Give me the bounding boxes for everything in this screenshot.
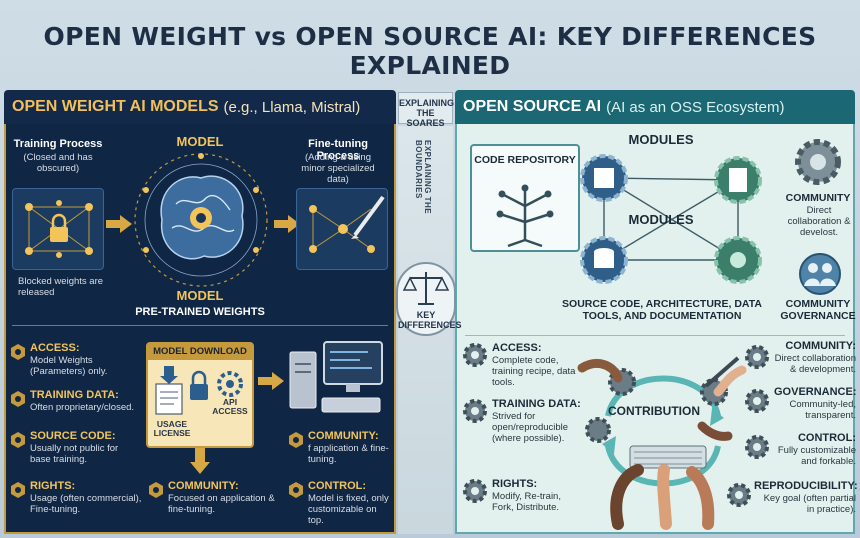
source-code-text: Usually not public for base training. xyxy=(30,443,119,465)
os-training-data-title: TRAINING DATA: xyxy=(492,398,581,410)
community-right-title: COMMUNITY: xyxy=(308,430,379,442)
source-code-caption: SOURCE CODE, ARCHITECTURE, DATA TOOLS, A… xyxy=(562,298,762,322)
api-access-label: API ACCESS xyxy=(212,397,248,416)
community-governance-label: COMMUNITY GOVERNANCE xyxy=(780,298,856,322)
code-repository-box: CODE REPOSITORY xyxy=(470,144,580,252)
access-title: ACCESS: xyxy=(30,342,80,354)
model-download-box: MODEL DOWNLOAD USAGE LICENSE API ACCESS xyxy=(146,342,254,448)
os-repro-title: REPRODUCIBILITY: xyxy=(754,480,858,492)
computer-icon xyxy=(289,341,383,413)
right-separator xyxy=(465,335,845,336)
training-data-text: Often proprietary/closed. xyxy=(30,402,135,413)
hex-bullet-icon xyxy=(289,482,303,498)
arrow-right-icon xyxy=(106,215,132,233)
open-source-header: OPEN SOURCE AI (AI as an OSS Ecosystem) xyxy=(455,90,855,124)
model-top-label: MODEL xyxy=(176,134,224,149)
repository-tree-icon xyxy=(496,184,554,248)
brain-model-icon xyxy=(134,153,268,287)
gear-bullet-icon xyxy=(745,435,769,459)
os-governance-title: GOVERNANCE: xyxy=(774,386,857,398)
arrow-right-icon-3 xyxy=(258,372,284,390)
code-repository-label: CODE REPOSITORY xyxy=(474,154,576,166)
finetune-sub: (Adding a using minor specialized data) xyxy=(301,152,375,185)
key-differences-badge: KEY DIFFERENCES xyxy=(396,262,462,336)
access-text: Model Weights (Parameters) only. xyxy=(30,355,108,377)
community-governance-icon xyxy=(799,253,841,295)
scale-icon xyxy=(402,272,450,305)
page-title: OPEN WEIGHT vs OPEN SOURCE AI: KEY DIFFE… xyxy=(43,22,817,80)
os-rights-title: RIGHTS: xyxy=(492,478,538,490)
model-bottom-label: MODEL xyxy=(176,288,224,303)
middle-header: EXPLAINING THE SOARES xyxy=(398,92,454,128)
community-text: Direct collaboration & develost. xyxy=(787,205,851,238)
modules-top-label: MODULES xyxy=(628,132,694,147)
gear-bullet-icon xyxy=(745,389,769,413)
gear-bullet-icon xyxy=(463,479,487,503)
pretrained-weights-label: PRE-TRAINED WEIGHTS xyxy=(135,306,265,318)
gear-bullet-icon xyxy=(463,343,487,367)
training-caption: Blocked weights are released xyxy=(18,276,104,298)
os-control-text: Fully customizable and forkable. xyxy=(777,445,856,467)
training-data-title: TRAINING DATA: xyxy=(30,389,119,401)
hex-bullet-icon xyxy=(11,391,25,407)
download-icons xyxy=(155,366,243,415)
modules-network xyxy=(580,154,762,284)
arrow-right-icon-2 xyxy=(274,215,300,233)
os-training-data-text: Strived for open/reproducible (where pos… xyxy=(492,411,569,444)
gear-bullet-icon xyxy=(463,399,487,423)
training-process-title: Training Process xyxy=(13,138,103,150)
lock-network-icon xyxy=(25,200,93,258)
os-governance-text: Community-led, transparent. xyxy=(789,399,856,421)
community-gear-icon xyxy=(795,139,841,185)
os-community-text: Direct collaboration & development. xyxy=(774,353,856,375)
os-repro-text: Key goal (often partial in practice). xyxy=(763,493,856,515)
os-control-title: CONTROL: xyxy=(797,432,856,444)
source-code-title: SOURCE CODE: xyxy=(30,430,116,442)
open-weight-header-sub: (e.g., Llama, Mistral) xyxy=(223,98,361,116)
community-mid-text: Focused on application & fine-tuning. xyxy=(168,493,275,515)
os-rights-text: Modify, Re-train, Fork, Distribute. xyxy=(492,491,561,513)
left-separator xyxy=(12,325,388,326)
network-pen-icon xyxy=(309,195,385,253)
gear-bullet-icon xyxy=(745,345,769,369)
arrow-down-icon xyxy=(190,448,210,474)
contribution-label: CONTRIBUTION xyxy=(608,404,700,418)
open-source-header-sub: (AI as an OSS Ecosystem) xyxy=(606,98,785,116)
key-differences-label: KEY DIFFERENCES xyxy=(398,310,462,330)
open-weight-header-title: OPEN WEIGHT AI MODELS xyxy=(12,98,219,115)
hex-bullet-icon xyxy=(289,432,303,448)
community-right-text: f application & fine-tuning. xyxy=(308,443,389,465)
hex-bullet-icon xyxy=(11,482,25,498)
control-text: Model is fixed, only customizable on top… xyxy=(308,493,389,526)
boundaries-label: EXPLAINING THE BOUNDARIES xyxy=(414,140,432,215)
finetune-network-box xyxy=(296,188,388,270)
modules-mid-label: MODULES xyxy=(628,212,694,227)
rights-title: RIGHTS: xyxy=(30,480,76,492)
usage-license-label: USAGE LICENSE xyxy=(153,419,191,438)
gear-bullet-icon xyxy=(727,483,751,507)
control-title: CONTROL: xyxy=(308,480,367,492)
open-source-header-title: OPEN SOURCE AI xyxy=(463,98,602,115)
os-access-title: ACCESS: xyxy=(492,342,542,354)
model-download-title: MODEL DOWNLOAD xyxy=(148,344,252,360)
os-access-text: Complete code, training recipe, data too… xyxy=(492,355,576,388)
hex-bullet-icon xyxy=(149,482,163,498)
community-mid-title: COMMUNITY: xyxy=(168,480,239,492)
os-community-title: COMMUNITY: xyxy=(785,340,856,352)
training-network-box xyxy=(12,188,104,270)
community-title: COMMUNITY xyxy=(785,192,851,204)
hex-bullet-icon xyxy=(11,344,25,360)
rights-text: Usage (often commercial), Fine-tuning. xyxy=(30,493,142,515)
open-weight-header: OPEN WEIGHT AI MODELS (e.g., Llama, Mist… xyxy=(4,90,396,124)
finetune-title: Fine-tuning Process xyxy=(308,138,368,162)
contribution-hands-illustration xyxy=(577,356,747,530)
hex-bullet-icon xyxy=(11,432,25,448)
training-process-sub: (Closed and has obscured) xyxy=(23,152,93,174)
